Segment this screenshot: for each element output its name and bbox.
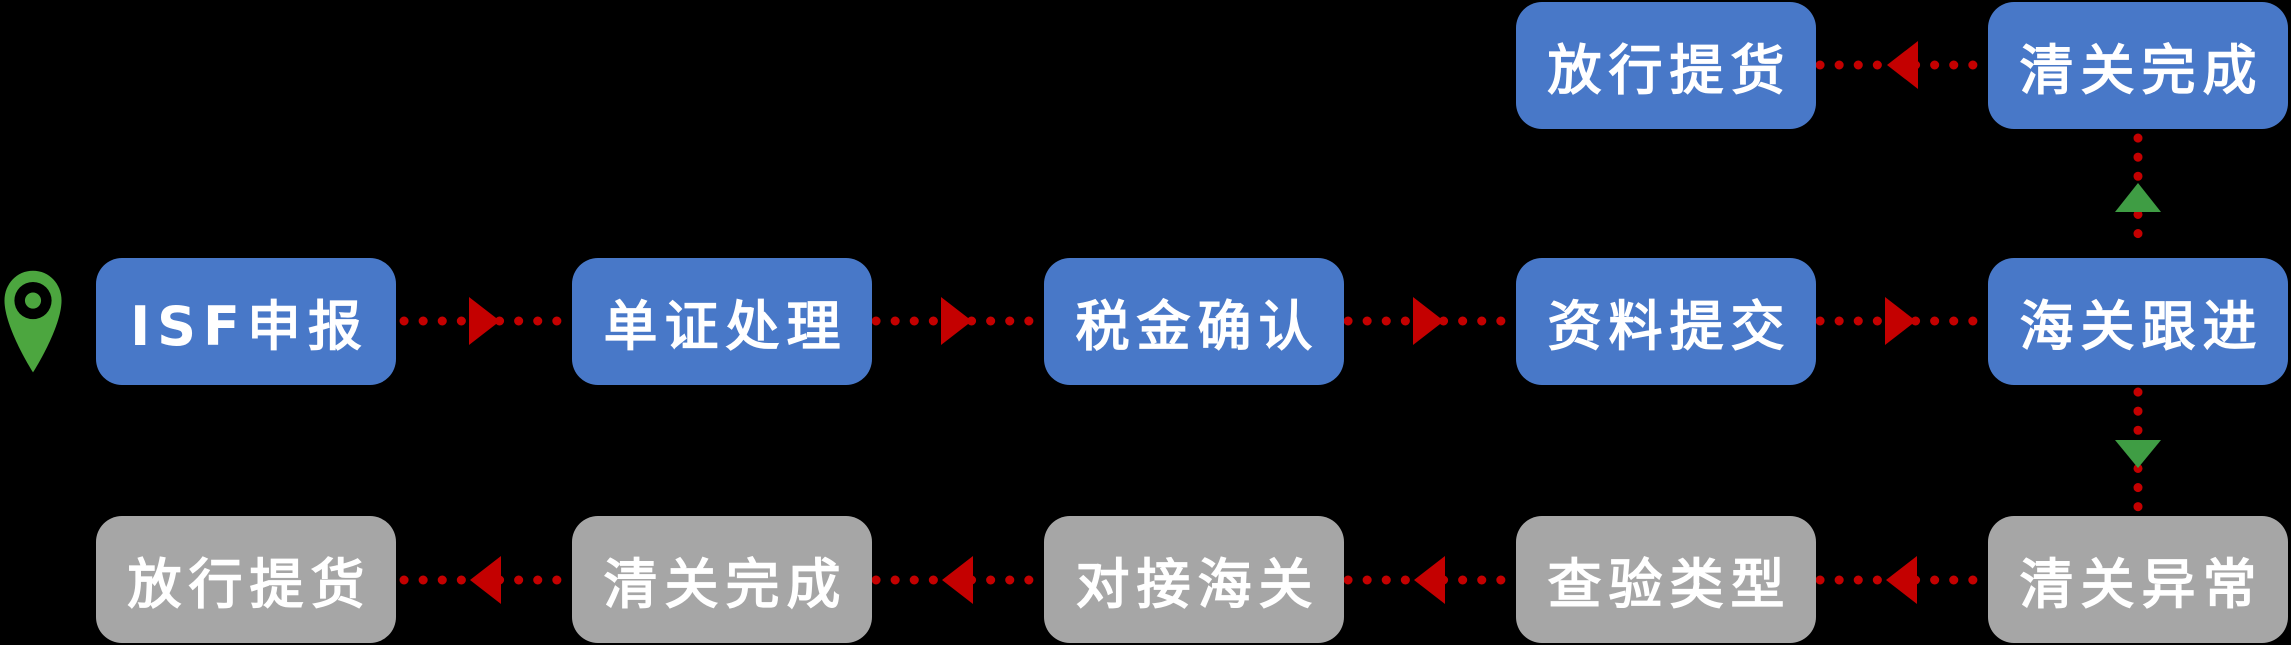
node-document-processing: 单证处理 <box>572 258 872 385</box>
arrow-right-icon <box>469 297 500 345</box>
arrow-left-icon <box>1414 556 1445 604</box>
top-flow-connector <box>1815 41 1987 89</box>
arrow-left-icon <box>942 556 973 604</box>
location-pin-icon <box>4 270 62 373</box>
node-isf-declaration: ISF申报 <box>96 258 396 385</box>
node-material-submission: 资料提交 <box>1516 258 1816 385</box>
arrow-right-icon <box>1413 297 1444 345</box>
arrow-right-icon <box>1885 297 1916 345</box>
arrow-down-icon <box>2115 440 2161 468</box>
node-customs-liaison: 对接海关 <box>1044 516 1344 643</box>
arrow-up-icon <box>2115 183 2161 212</box>
main-flow-connectors <box>399 297 1987 345</box>
arrow-left-icon <box>470 556 501 604</box>
node-release-pickup-top: 放行提货 <box>1516 2 1816 129</box>
arrow-right-icon <box>941 297 972 345</box>
node-release-pickup-bottom: 放行提货 <box>96 516 396 643</box>
node-customs-cleared-bottom: 清关完成 <box>572 516 872 643</box>
node-inspection-type: 查验类型 <box>1516 516 1816 643</box>
exception-flow-connectors <box>399 556 1987 604</box>
vertical-connectors <box>2115 133 2161 515</box>
node-customs-exception: 清关异常 <box>1988 516 2288 643</box>
node-customs-follow-up: 海关跟进 <box>1988 258 2288 385</box>
arrow-left-icon <box>1886 556 1917 604</box>
node-customs-cleared-top: 清关完成 <box>1988 2 2288 129</box>
arrow-left-icon <box>1887 41 1918 89</box>
node-tax-confirmation: 税金确认 <box>1044 258 1344 385</box>
